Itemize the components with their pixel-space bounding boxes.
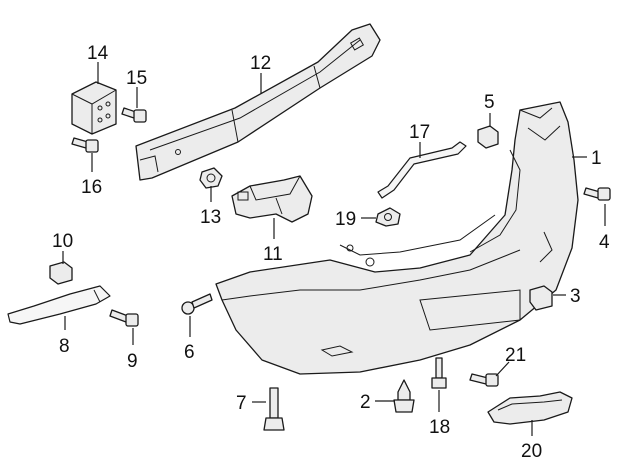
callout-10: 10	[52, 231, 73, 252]
callout-1: 1	[591, 148, 602, 169]
bolt-4	[583, 187, 611, 201]
screw-6	[181, 293, 213, 315]
callout-8: 8	[59, 336, 70, 357]
bolt-21	[469, 373, 499, 387]
bumper-cover	[215, 101, 579, 375]
reflector-20	[487, 391, 573, 425]
bolt-7	[263, 387, 285, 431]
bolt-15	[121, 107, 147, 123]
callout-6: 6	[184, 342, 195, 363]
trim-strip-8	[7, 285, 111, 325]
callout-16: 16	[81, 177, 102, 198]
nut-19	[375, 207, 401, 227]
callout-14: 14	[87, 43, 109, 64]
callout-15: 15	[126, 68, 147, 89]
callout-18: 18	[429, 417, 450, 438]
callout-21: 21	[505, 345, 526, 366]
bolt-9	[109, 309, 139, 327]
callout-20: 20	[521, 441, 542, 462]
bracket-17	[377, 141, 467, 199]
reinforcement-bar	[135, 23, 381, 181]
callout-13: 13	[200, 207, 221, 228]
clip-5	[477, 125, 499, 149]
callout-4: 4	[599, 232, 610, 253]
screw-18	[431, 357, 447, 389]
callout-19: 19	[335, 209, 356, 230]
push-pin-2	[393, 379, 415, 413]
nut-13	[199, 167, 223, 189]
leader-lines	[62, 62, 606, 436]
callout-5: 5	[484, 92, 495, 113]
bolt-16	[71, 137, 99, 153]
clip-3	[529, 285, 553, 311]
callout-9: 9	[127, 351, 138, 372]
callout-12: 12	[250, 53, 271, 74]
bracket-11	[231, 175, 313, 223]
callout-11: 11	[263, 244, 283, 265]
bracket-14	[71, 81, 117, 135]
callout-labels: 1 2 3 4 5 6 7 8 9 10 11 12 13 14 15 16 1…	[52, 43, 610, 462]
clip-10	[49, 261, 73, 285]
callout-17: 17	[409, 122, 430, 143]
callout-2: 2	[360, 392, 371, 413]
leader-21	[495, 361, 510, 377]
callout-3: 3	[570, 286, 581, 307]
callout-7: 7	[236, 393, 247, 414]
